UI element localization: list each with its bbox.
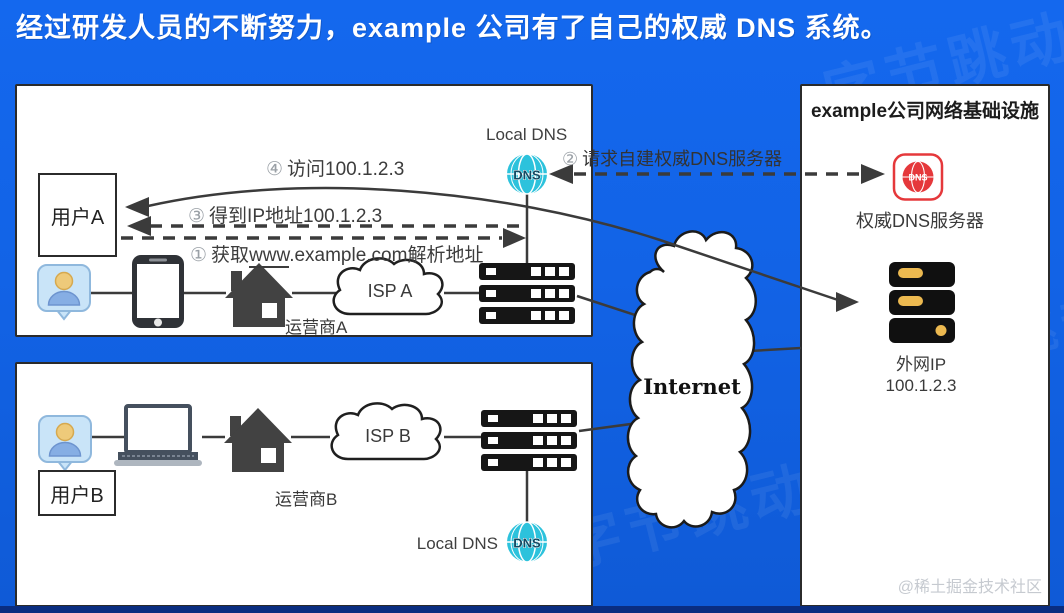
isp-b-name-label: 运营商B [275, 490, 338, 509]
user-a-label: 用户A [50, 206, 105, 229]
step3-text: 得到IP地址100.1.2.3 [209, 206, 383, 227]
isp-a-name-label: 运营商A [285, 318, 348, 337]
step1-text-www: www [249, 245, 290, 268]
isp-a-cloud-label: ISP A [367, 281, 413, 301]
bottom-strip [0, 606, 1064, 613]
step4-text: 访问100.1.2.3 [287, 159, 405, 180]
backbone-lines [576, 294, 802, 433]
wan-ip-block: 外网IP 100.1.2.3 [821, 354, 1021, 396]
user-a-box: 用户A [38, 173, 117, 257]
step2-text: 请求自建权威DNS服务器 [582, 149, 783, 169]
isp-b-cloud-label: ISP B [365, 426, 411, 446]
step1-text-post: .example.com解析地址 [289, 245, 484, 266]
authoritative-dns-label: 权威DNS服务器 [855, 211, 984, 231]
panel-company-infrastructure [800, 84, 1050, 607]
step4-number: ④ [266, 159, 284, 180]
internet-label: Internet [643, 374, 741, 399]
community-watermark: @稀土掘金技术社区 [897, 579, 1042, 596]
step3-number: ③ [188, 206, 206, 227]
company-panel-title: example公司网络基础设施 [810, 101, 1040, 122]
step1-number: ① [190, 245, 208, 266]
user-b-box: 用户B [38, 470, 116, 516]
background-watermark: 字节跳动 [557, 454, 822, 580]
user-b-label: 用户B [50, 484, 104, 507]
page-title: 经过研发人员的不断努力，example 公司有了自己的权威 DNS 系统。 [16, 13, 889, 43]
local-dns-a-label: Local DNS [486, 125, 568, 144]
wan-ip-label: 外网IP [895, 355, 947, 374]
step2-number: ② [562, 149, 579, 169]
step1-text-pre: 获取 [211, 245, 250, 266]
wan-ip-value: 100.1.2.3 [885, 376, 957, 395]
local-dns-b-label: Local DNS [416, 534, 498, 553]
